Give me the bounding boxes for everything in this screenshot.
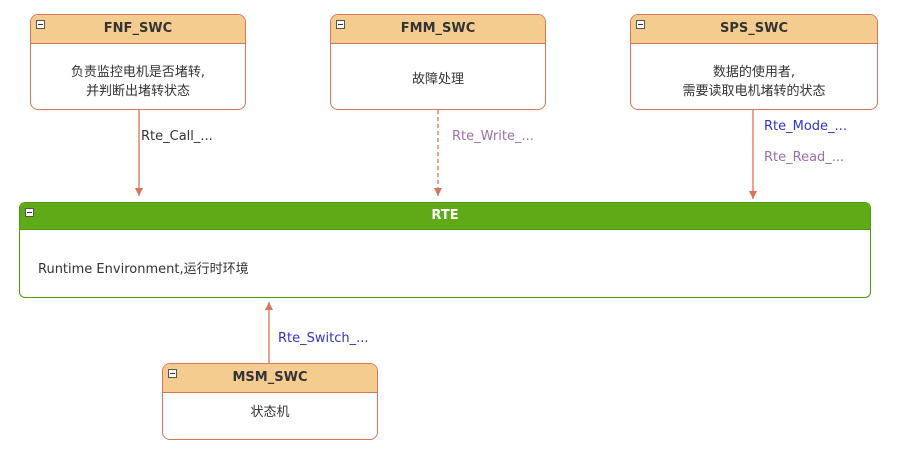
msm-rte-connector-label[interactable]: Rte_Switch_... bbox=[278, 331, 369, 346]
sps-swc-desc-line1: 数据的使用者, bbox=[712, 65, 796, 80]
sps-mode-connector-label[interactable]: Rte_Mode_... bbox=[764, 119, 847, 134]
rte-title: RTE bbox=[431, 208, 459, 223]
msm-swc-title: MSM_SWC bbox=[232, 370, 308, 385]
fnf-swc-desc-line1: 负责监控电机是否堵转, bbox=[70, 65, 206, 80]
sps-swc-desc-line2: 需要读取电机堵转的状态 bbox=[682, 84, 826, 99]
msm-swc-component[interactable]: MSM_SWC 状态机 bbox=[162, 363, 378, 440]
rte-desc: Runtime Environment,运行时环境 bbox=[38, 262, 249, 277]
sps-read-connector-label[interactable]: Rte_Read_... bbox=[764, 150, 845, 165]
fnf-swc-header[interactable]: FNF_SWC bbox=[31, 15, 245, 44]
fnf-swc-desc-line2: 并判断出堵转状态 bbox=[85, 84, 190, 99]
fnf-swc-title: FNF_SWC bbox=[103, 21, 173, 36]
fmm-swc-component[interactable]: FMM_SWC 故障处理 bbox=[330, 14, 546, 110]
fmm-swc-desc: 故障处理 bbox=[411, 72, 464, 87]
fmm-swc-header[interactable]: FMM_SWC bbox=[331, 15, 545, 44]
rte-header[interactable]: RTE bbox=[20, 203, 870, 230]
fnf-swc-component[interactable]: FNF_SWC 负责监控电机是否堵转, 并判断出堵转状态 bbox=[30, 14, 246, 110]
fmm-swc-title: FMM_SWC bbox=[400, 21, 476, 36]
rte-component[interactable]: RTE Runtime Environment,运行时环境 bbox=[19, 202, 871, 298]
collapse-icon[interactable] bbox=[168, 369, 177, 378]
collapse-icon[interactable] bbox=[36, 20, 45, 29]
collapse-icon[interactable] bbox=[336, 20, 345, 29]
fmm-rte-connector-label[interactable]: Rte_Write_... bbox=[452, 129, 534, 144]
fnf-rte-connector-label[interactable]: Rte_Call_... bbox=[141, 129, 213, 144]
sps-swc-header[interactable]: SPS_SWC bbox=[631, 15, 877, 44]
collapse-icon[interactable] bbox=[25, 208, 34, 217]
msm-swc-header[interactable]: MSM_SWC bbox=[163, 364, 377, 393]
sps-swc-title: SPS_SWC bbox=[720, 21, 788, 36]
sps-swc-component[interactable]: SPS_SWC 数据的使用者, 需要读取电机堵转的状态 bbox=[630, 14, 878, 110]
collapse-icon[interactable] bbox=[636, 20, 645, 29]
msm-swc-desc: 状态机 bbox=[250, 405, 290, 420]
